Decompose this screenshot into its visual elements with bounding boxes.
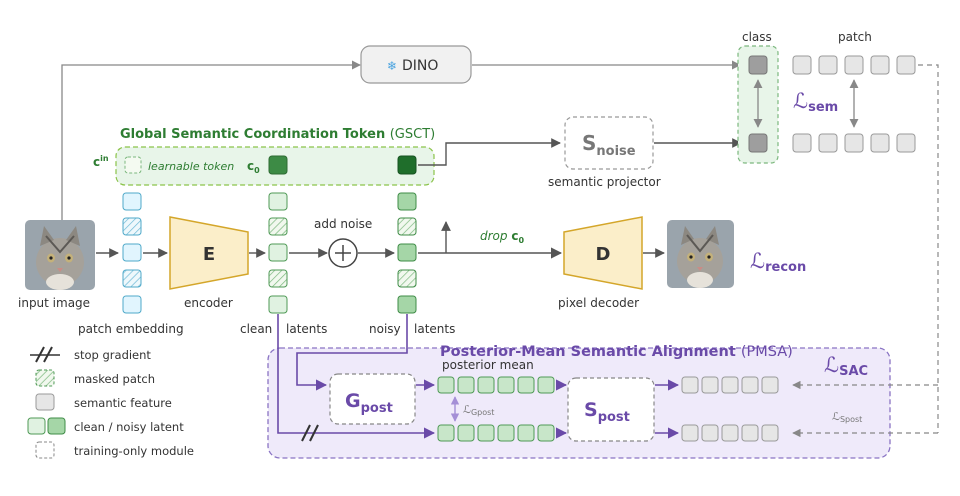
spost-label: Spost: [584, 399, 630, 425]
dino-input-line: [61, 60, 361, 220]
class-label: class: [742, 30, 772, 44]
decoder-trapezoid: [563, 216, 643, 290]
class-token-proj: [748, 133, 768, 153]
noisy-label: noisy: [369, 322, 401, 336]
posterior-mean-row: [437, 376, 555, 394]
legend-stop-gradient-icon: [30, 346, 60, 363]
posterior-mean-label: posterior mean: [442, 358, 534, 372]
legend-masked-icon: [35, 369, 55, 387]
pmsa-semantic-row-lower: [681, 424, 779, 442]
legend-stop-gradient: stop gradient: [74, 348, 151, 362]
drop-c0-label: drop c0: [480, 229, 524, 245]
patch-embedding-column: [122, 192, 142, 314]
encoder-letter: E: [203, 244, 215, 265]
encoder-trapezoid: [169, 216, 249, 290]
legend-masked-patch: masked patch: [74, 372, 155, 386]
patch-return-dashed-line: [918, 64, 939, 433]
legend-noisy-latent-icon: [47, 417, 66, 435]
gsct-title: Global Semantic Coordination Token (GSCT…: [120, 127, 435, 142]
pmsa-title: Posterior-Mean Semantic Alignment (PMSA): [440, 344, 793, 360]
legend: stop gradient masked patch semantic feat…: [27, 346, 194, 459]
gpost-label: Gpost: [345, 390, 393, 416]
add-noise-label: add noise: [314, 217, 372, 231]
class-token-dino: [748, 55, 768, 75]
c0-token-clean: [268, 155, 288, 175]
latents-label-1: latents: [286, 322, 327, 336]
add-noise-plus-icon: [328, 238, 358, 268]
pixel-decoder-label: pixel decoder: [558, 296, 639, 310]
l-gpost-label: ℒGpost: [463, 403, 494, 417]
output-cat-image: [667, 220, 734, 288]
noisy-to-gpost-line: [296, 314, 408, 391]
noisy-latents-column: [397, 192, 417, 314]
legend-clean-latent-icon: [27, 417, 46, 435]
snoise-box: [564, 116, 654, 170]
c-in-label: cin: [93, 154, 109, 169]
semantic-projector-label: semantic projector: [548, 175, 661, 189]
input-cat-image: [25, 220, 95, 290]
patch-label: patch: [838, 30, 872, 44]
learnable-token-label: learnable token: [148, 160, 234, 173]
legend-training-only: training-only module: [74, 444, 194, 458]
l-recon-label: ℒrecon: [750, 249, 806, 275]
l-sac-label: ℒSAC: [824, 353, 868, 379]
c0-label: c0: [247, 159, 260, 175]
spost-box: [567, 377, 655, 442]
legend-semantic-feature: semantic feature: [74, 396, 172, 410]
input-image-label: input image: [18, 296, 90, 310]
snoise-label: Snoise: [582, 131, 636, 159]
pmsa-semantic-row-upper: [681, 376, 779, 394]
gpost-box: [329, 373, 416, 425]
patch-features-bottom: [792, 133, 916, 153]
learnable-token-box: [124, 156, 142, 174]
snowflake-icon: ❄: [387, 59, 397, 73]
legend-training-icon: [35, 441, 55, 459]
encoder-label: encoder: [184, 296, 233, 310]
clean-latents-column: [268, 192, 288, 314]
stop-gradient-marker: [301, 424, 319, 442]
legend-semantic-icon: [35, 393, 55, 411]
clean-latent-row: [437, 424, 555, 442]
latents-label-2: latents: [414, 322, 455, 336]
dino-box: [360, 45, 472, 84]
l-sem-label: ℒsem: [793, 89, 838, 115]
clean-to-lower-row-line: [277, 314, 436, 439]
patch-embedding-label: patch embedding: [78, 322, 184, 336]
patch-features-top: [792, 55, 916, 75]
legend-latent: clean / noisy latent: [74, 420, 184, 434]
c0-to-snoise-line: [418, 138, 561, 166]
dino-label: DINO: [402, 58, 438, 74]
c0-token-noisy: [397, 155, 417, 175]
clean-label: clean: [240, 322, 272, 336]
l-spost-label: ℒSpost: [832, 410, 862, 424]
decoder-letter: D: [596, 244, 611, 265]
